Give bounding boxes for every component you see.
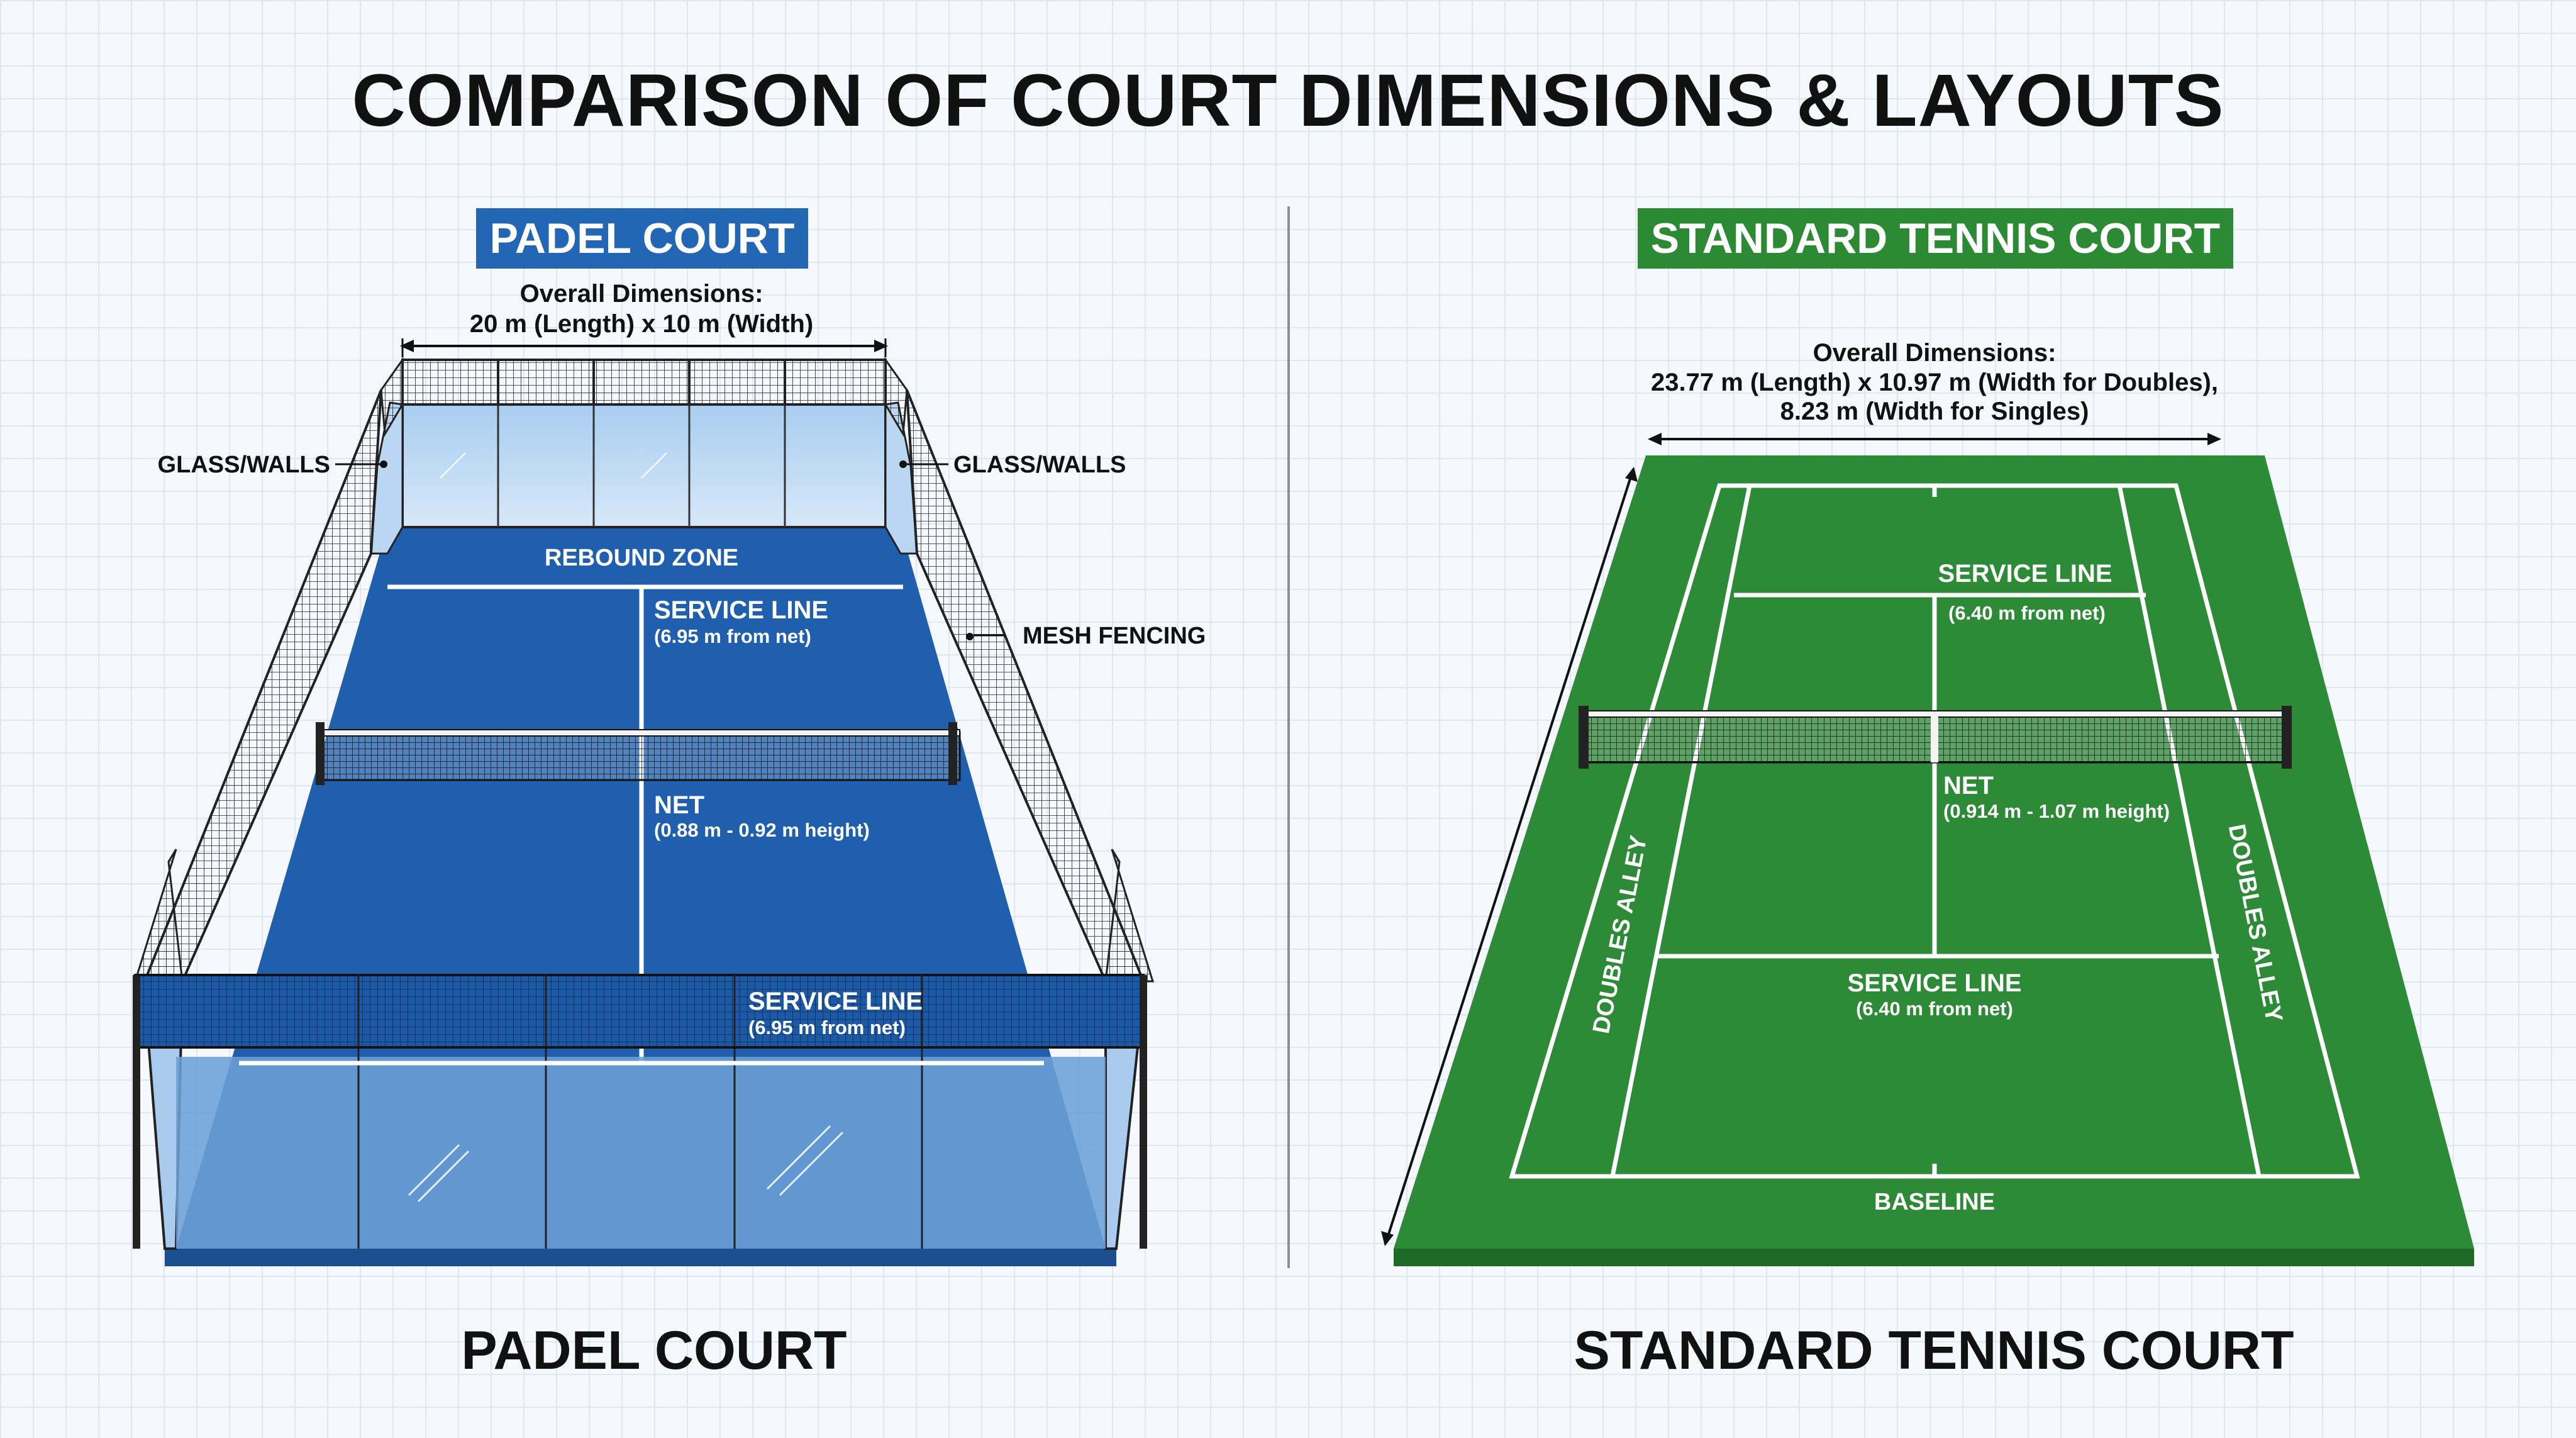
tennis-net-note: (0.914 m - 1.07 m height) [1943,800,2170,822]
tennis-badge: STANDARD TENNIS COURT [1638,208,2233,269]
tennis-singles-left [1610,485,1752,1177]
padel-back-glass [401,403,887,528]
tennis-overall-line2: 23.77 m (Length) x 10.97 m (Width for Do… [1651,369,2218,396]
padel-service-far-note: (6.95 m from net) [654,625,811,647]
tennis-service-far-note: (6.40 m from net) [1948,602,2106,624]
tennis-baseline-label: BASELINE [1874,1189,1995,1215]
padel-net [321,731,961,781]
padel-service-far-label: SERVICE LINE [654,596,828,624]
padel-mesh-label: MESH FENCING [1023,623,1206,649]
padel-front-mesh [134,974,1145,1049]
tennis-service-near-note: (6.40 m from net) [1856,998,2013,1020]
padel-badge: PADEL COURT [476,208,808,269]
section-divider [1287,206,1290,1268]
padel-rebound-zone: REBOUND ZONE [545,545,738,571]
tennis-overall-line1: Overall Dimensions: [1813,339,2057,367]
padel-front-glass [176,1057,1106,1249]
tennis-overall-line3: 8.23 m (Width for Singles) [1780,398,2089,425]
padel-net-note: (0.88 m - 0.92 m height) [654,819,870,841]
padel-service-near-label: SERVICE LINE [748,988,923,1015]
padel-bottom-label: PADEL COURT [461,1320,847,1381]
padel-glass-right-label: GLASS/WALLS [953,452,1126,478]
tennis-doubles-boundary [1509,483,2360,1179]
page-title: COMPARISON OF COURT DIMENSIONS & LAYOUTS [352,59,2224,142]
padel-net-label: NET [654,791,704,819]
padel-base [165,1249,1116,1266]
padel-overall-title: Overall Dimensions: [520,280,763,308]
tennis-length-arrow [1386,474,1633,1239]
padel-overall-value: 20 m (Length) x 10 m (Width) [470,310,813,338]
padel-service-near-note: (6.95 m from net) [748,1017,906,1039]
tennis-net-label: NET [1943,772,1994,800]
tennis-court: Overall Dimensions: 23.77 m (Length) x 1… [1381,339,2474,1266]
tennis-singles-right [2117,485,2262,1177]
padel-glass-left-label: GLASS/WALLS [158,452,330,478]
padel-back-mesh [401,359,887,406]
tennis-service-near-label: SERVICE LINE [1847,969,2021,997]
padel-court: Overall Dimensions: 20 m (Length) x 10 m… [133,280,1206,1266]
tennis-bottom-label: STANDARD TENNIS COURT [1574,1320,2294,1381]
tennis-service-far-label: SERVICE LINE [1938,560,2112,588]
tennis-base [1394,1249,2474,1266]
